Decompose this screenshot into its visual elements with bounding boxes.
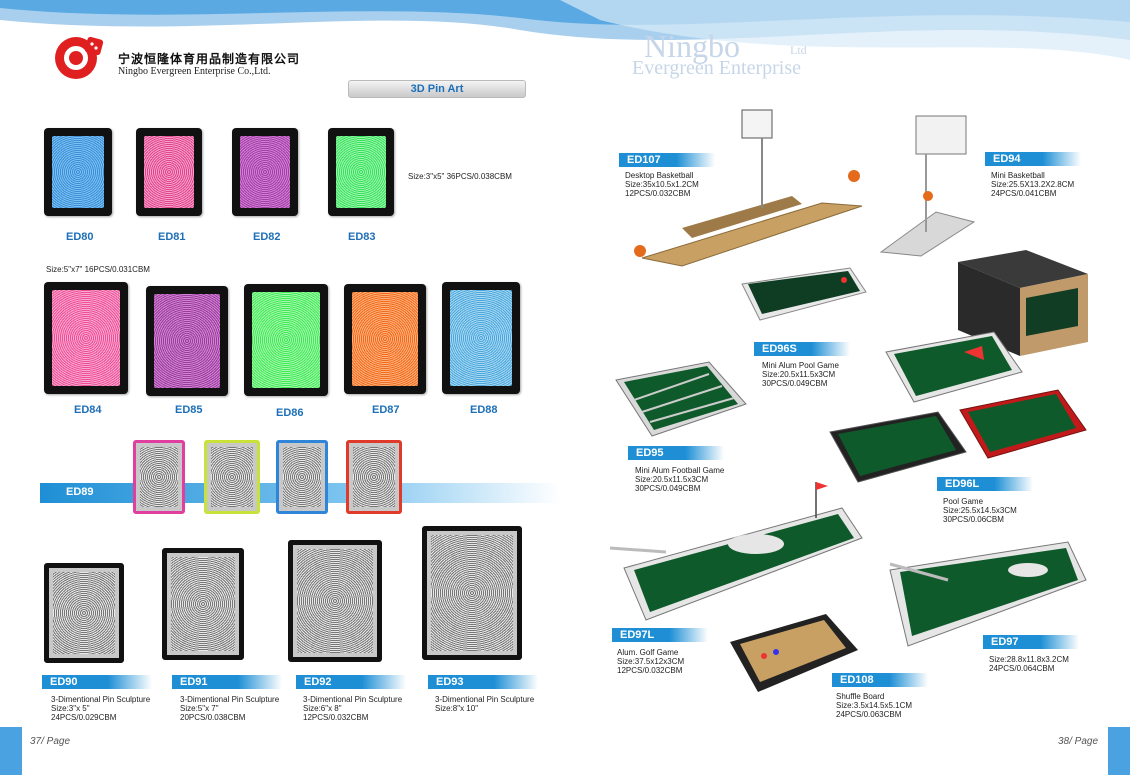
product-image-ed89-blue [276, 440, 328, 514]
company-logo [55, 36, 104, 79]
product-image-ed93 [422, 526, 522, 660]
watermark-evergreen: Evergreen Enterprise [632, 57, 801, 79]
product-code: ED89 [66, 486, 94, 498]
product-tag: ED91 [172, 675, 282, 689]
pin-surface [450, 290, 512, 386]
pin-surface [154, 294, 220, 388]
product-code: ED88 [470, 404, 498, 416]
product-tag: ED96S [754, 342, 850, 356]
product-image-ed90 [44, 563, 124, 663]
page-number-left: 37/ Page [30, 736, 71, 747]
product-image-ed96l-box [958, 250, 1088, 356]
page-edge-bar [0, 727, 22, 775]
product-image-ed82 [232, 128, 298, 216]
product-tag: ED96L [937, 477, 1033, 491]
product-image-ed96s [741, 267, 867, 321]
pin-surface [52, 290, 120, 386]
product-tag: ED93 [428, 675, 538, 689]
pin-surface [336, 136, 386, 208]
pin-surface [144, 136, 194, 208]
product-image-ed83 [328, 128, 394, 216]
company-name-english: Ningbo Evergreen Enterprise Co.,Ltd. [118, 66, 271, 77]
page-edge-bar [1108, 727, 1130, 775]
product-image-ed96l-1 [885, 331, 1023, 403]
product-image-ed94 [879, 115, 976, 257]
product-image-ed86 [244, 284, 328, 396]
product-code: ED81 [158, 231, 186, 243]
watermark-ningbo: Ningbo [644, 28, 740, 64]
size-note-row1: Size:3"x5" 36PCS/0.038CBM [408, 172, 512, 181]
company-name-chinese: 宁波恒隆体育用品制造有限公司 [118, 52, 301, 66]
pin-surface [240, 136, 290, 208]
product-image-ed107 [634, 109, 863, 267]
product-tag: ED108 [832, 673, 928, 687]
product-image-ed97l [609, 482, 863, 621]
product-code: ED87 [372, 404, 400, 416]
product-image-ed108 [730, 614, 858, 692]
product-image-ed89-yellow [204, 440, 260, 514]
size-note-row2: Size:5"x7" 16PCS/0.031CBM [46, 265, 150, 274]
product-code: ED83 [348, 231, 376, 243]
product-tag: ED90 [42, 675, 152, 689]
header-swoosh [0, 0, 1130, 60]
product-image-ed95 [615, 361, 747, 437]
product-image-ed96l-3 [829, 411, 967, 483]
pin-surface [352, 292, 418, 386]
product-image-ed96l-2 [959, 389, 1087, 459]
product-image-ed92 [288, 540, 382, 662]
product-image-ed80 [44, 128, 112, 216]
page-number-right: 38/ Page [1058, 736, 1099, 747]
product-tag: ED94 [985, 152, 1081, 166]
pin-surface [52, 136, 104, 208]
product-tag: ED107 [619, 153, 715, 167]
watermark-ltd: Ltd [790, 43, 807, 57]
product-tag: ED92 [296, 675, 406, 689]
product-image-ed89-pink [133, 440, 185, 514]
product-image-ed84 [44, 282, 128, 394]
product-code: ED86 [276, 407, 304, 419]
product-image-ed89-red [346, 440, 402, 514]
section-title: 3D Pin Art [348, 80, 526, 98]
product-code: ED84 [74, 404, 102, 416]
product-image-ed91 [162, 548, 244, 660]
product-tag: ED95 [628, 446, 724, 460]
product-tag: ED97 [983, 635, 1079, 649]
product-image-ed85 [146, 286, 228, 396]
product-code: ED82 [253, 231, 281, 243]
product-image-ed97 [889, 541, 1087, 647]
product-image-ed81 [136, 128, 202, 216]
product-code: ED85 [175, 404, 203, 416]
pin-surface [252, 292, 320, 388]
product-image-ed87 [344, 284, 426, 394]
product-code: ED80 [66, 231, 94, 243]
product-image-ed88 [442, 282, 520, 394]
product-tag: ED97L [612, 628, 708, 642]
